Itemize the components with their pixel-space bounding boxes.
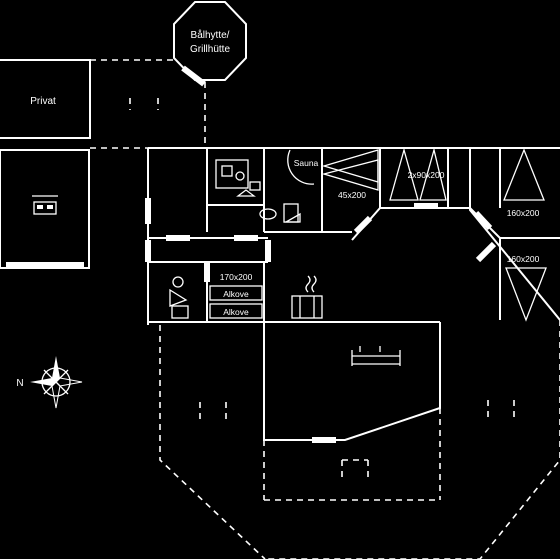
bedroom-left-size-label: 170x200 — [220, 272, 253, 282]
bath-fixtures-left — [169, 276, 189, 319]
bunk-size-label: 45x200 — [338, 190, 366, 200]
alkove-label-2: Alkove — [223, 307, 249, 317]
sauna — [287, 149, 315, 185]
terrace-south — [159, 320, 560, 559]
compass-north-label: N — [16, 378, 23, 389]
private-label: Privat — [30, 96, 56, 107]
bed-right-top — [503, 148, 545, 201]
bed-right-bottom — [505, 267, 547, 322]
bed-double — [389, 147, 447, 201]
bath-fixtures-top — [215, 159, 261, 197]
bed-bunk — [321, 149, 379, 191]
compass-icon — [30, 356, 83, 409]
alkove-label-1: Alkove — [223, 289, 249, 299]
doors — [145, 198, 497, 443]
car-icon — [32, 195, 58, 215]
gazebo — [173, 1, 247, 87]
right-top-size-label: 160x200 — [507, 208, 540, 218]
gazebo-label-line1: Bålhytte/ — [191, 29, 230, 41]
private-area — [0, 59, 91, 139]
carport — [0, 149, 90, 269]
sauna-label: Sauna — [294, 158, 319, 168]
stove-icon — [291, 275, 323, 319]
alkove-beds — [209, 285, 263, 319]
bath-fixtures-mid — [259, 203, 301, 223]
right-bottom-size-label: 160x200 — [507, 254, 540, 264]
double-size-label: 2x90x200 — [408, 170, 445, 180]
dining-table — [351, 346, 401, 366]
gazebo-label-line2: Grillhütte — [190, 44, 230, 55]
